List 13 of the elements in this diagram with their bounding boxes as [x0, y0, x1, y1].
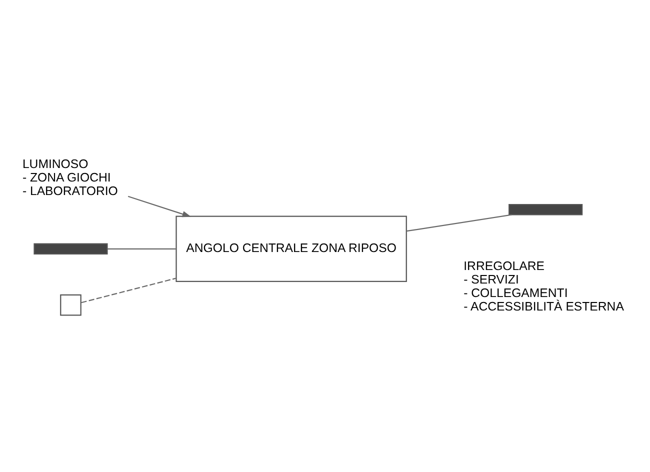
- node-text: LUMINOSO - ZONA GIOCHI - LABORATORIO: [22, 156, 118, 198]
- node-bar: [508, 204, 583, 216]
- connector: [406, 214, 512, 232]
- connector: [107, 248, 176, 250]
- arrow: [128, 196, 192, 218]
- connector: [81, 278, 176, 304]
- node-bar: [34, 243, 108, 255]
- label: - COLLEGAMENTI: [464, 286, 568, 300]
- node-box: [60, 294, 82, 316]
- label: - ACCESSIBILITÀ ESTERNA: [464, 299, 624, 314]
- label: - SERVIZI: [464, 272, 519, 286]
- node-box: ANGOLO CENTRALE ZONA RIPOSO: [176, 216, 407, 282]
- label: IRREGOLARE: [464, 259, 544, 274]
